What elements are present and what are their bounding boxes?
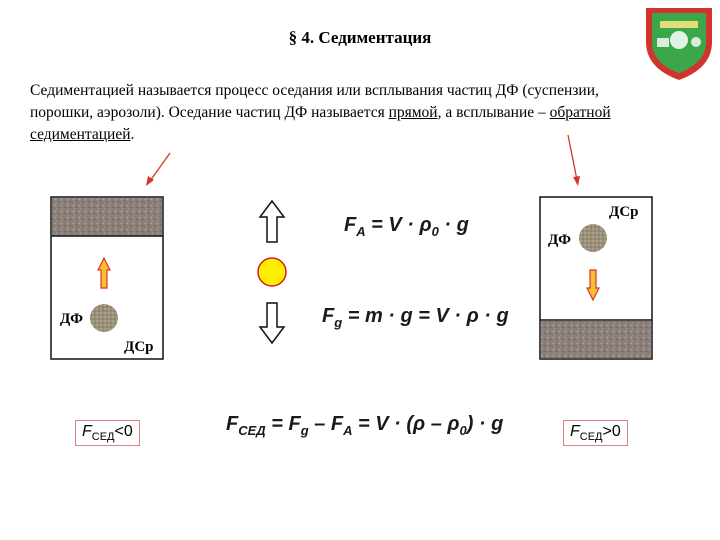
definition-text-1: Седиментацией называется процесс оседани… (30, 82, 599, 121)
right-vessel (539, 196, 653, 360)
right-particle (579, 224, 607, 252)
right-particle-label: ДФ (548, 232, 572, 248)
left-medium-label: ДСр (124, 339, 154, 355)
right-medium-label: ДСр (609, 204, 639, 220)
right-down-arrow-icon (586, 269, 600, 302)
force-down-arrow-icon (258, 302, 286, 345)
definition-paragraph: Седиментацией называется процесс оседани… (30, 80, 650, 146)
sedimentation-force-formula: FСЕД = Fg – FA = V · (ρ – ρ0) · g (226, 413, 504, 438)
left-sediment-layer (52, 198, 162, 236)
term-reverse: обратной седиментацией (30, 104, 611, 143)
archimedes-formula: FA = V · ρ0 · g (344, 214, 469, 239)
definition-text-2: , а всплывание – (437, 104, 550, 121)
force-up-arrow-icon (258, 199, 286, 243)
term-direct: прямой (388, 104, 438, 121)
left-particle-label: ДФ (60, 311, 84, 327)
central-ball (257, 257, 287, 287)
left-vessel (50, 196, 164, 360)
left-up-arrow-icon (97, 256, 111, 289)
logo-shield-icon (646, 8, 712, 80)
pointer-arrow-left-icon (146, 152, 171, 186)
pointer-arrow-right-icon (567, 134, 580, 186)
condition-box-positive: FСЕД>0 (563, 420, 628, 447)
page-title: § 4. Седиментация (288, 28, 432, 47)
gravity-formula: Fg = m · g = V · ρ · g (322, 305, 509, 330)
condition-box-negative: FСЕД<0 (75, 420, 140, 447)
right-sediment-layer (541, 321, 651, 358)
left-particle (90, 304, 118, 332)
definition-text-3: . (130, 126, 135, 143)
